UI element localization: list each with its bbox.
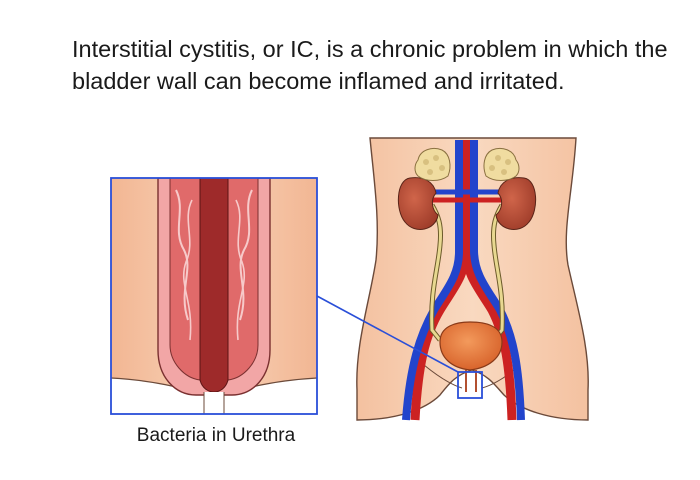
inset-caption: Bacteria in Urethra: [136, 425, 296, 446]
left-adrenal-gland: [414, 147, 451, 181]
urethra-highlight-box: [457, 371, 483, 399]
urethra-inset: [110, 177, 318, 415]
right-adrenal-gland: [483, 147, 520, 181]
renal-vessels: [430, 189, 505, 203]
bladder: [439, 321, 503, 392]
headline-text: Interstitial cystitis, or IC, is a chron…: [72, 36, 668, 94]
right-kidney: [495, 177, 537, 230]
callout-connector-line: [316, 295, 459, 373]
inset-border: [110, 177, 318, 415]
left-kidney: [397, 177, 439, 230]
